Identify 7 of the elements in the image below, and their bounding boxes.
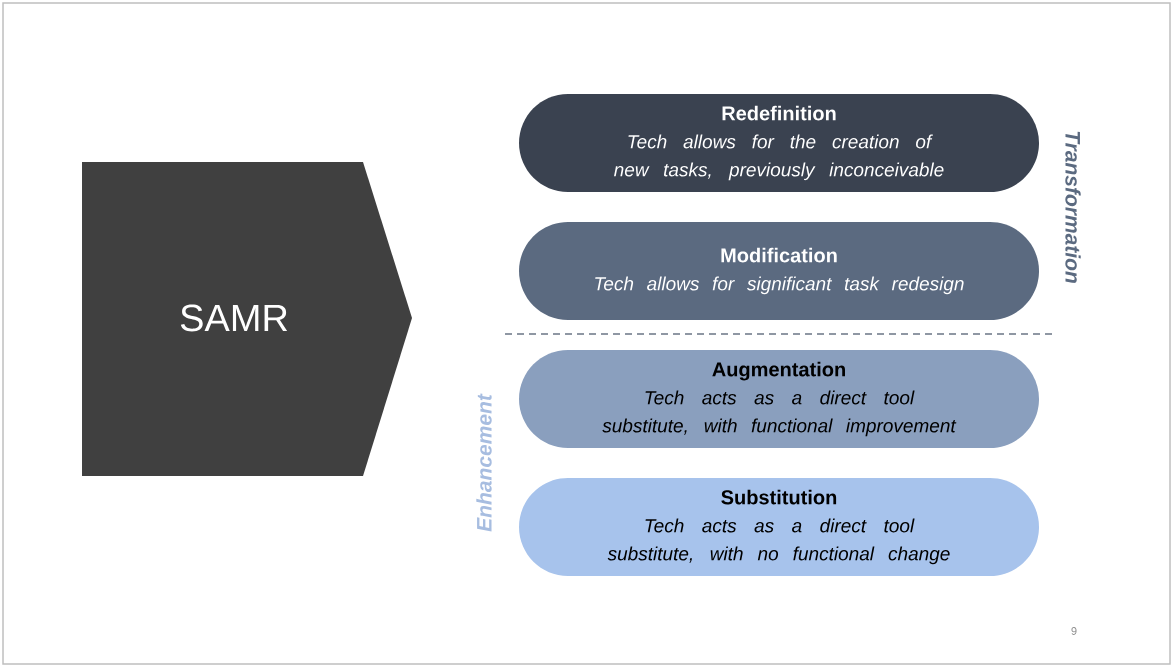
pill-box: Modification Tech allows for significant task redesign — [519, 222, 1039, 320]
page-number: 9 — [1071, 627, 1077, 635]
pill-box: Redefinition Tech allows for the creation of new tasks, previously inconceivable — [519, 94, 1039, 192]
pill-box: Substitution Tech acts as a direct tool substitute, with no functional change — [519, 478, 1039, 576]
side-label: Enhancement — [476, 393, 492, 532]
pill-box: Augmentation Tech acts as a direct tool substitute, with functional improvement — [519, 350, 1039, 448]
side-label: Transformation — [1065, 131, 1081, 283]
